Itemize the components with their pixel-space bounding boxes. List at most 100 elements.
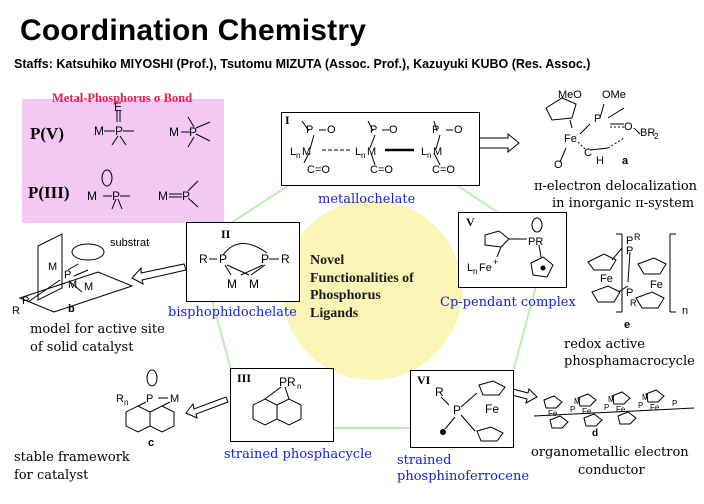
subscript-n: n — [682, 305, 688, 317]
svg-text:P: P — [594, 113, 601, 125]
svg-text:P: P — [453, 403, 461, 417]
svg-text:Fe: Fe — [564, 133, 577, 145]
svg-text:P: P — [219, 252, 227, 266]
center-circle — [282, 200, 462, 380]
svg-text:P: P — [570, 405, 575, 414]
substrate-label: substrate — [110, 237, 150, 249]
svg-text:E: E — [114, 100, 122, 114]
svg-text:P: P — [146, 393, 153, 405]
svg-text:BR: BR — [640, 127, 655, 139]
p-iii-label: P(III) — [28, 183, 70, 202]
page-title: Coordination Chemistry — [20, 14, 367, 47]
svg-text:O: O — [327, 124, 336, 136]
label-e-line2: phosphamacrocycle — [564, 354, 695, 369]
label-c-line1: stable framework — [14, 450, 130, 465]
svg-text:P: P — [370, 124, 377, 136]
svg-text:M: M — [608, 395, 615, 404]
svg-text:M: M — [87, 189, 97, 203]
center-title: Novel Functionalities of Phosphorus Liga… — [310, 252, 414, 322]
svg-text:M: M — [48, 261, 57, 273]
svg-text:Fe: Fe — [485, 402, 499, 416]
svg-text:M: M — [249, 277, 259, 291]
svg-text:R: R — [630, 298, 637, 308]
box-number: VI — [417, 373, 431, 387]
svg-text:M: M — [642, 393, 649, 402]
svg-text:n: n — [427, 151, 431, 160]
arrow-VI-to-d — [511, 388, 538, 404]
caption-strained: strained — [397, 453, 452, 468]
center-line-1: Novel — [310, 253, 345, 268]
svg-text:P: P — [626, 235, 633, 247]
svg-text:O: O — [389, 124, 398, 136]
caption-strained-phosphacycle: strained phosphacycle — [224, 447, 372, 462]
svg-text:Fe: Fe — [616, 405, 626, 414]
svg-text:R: R — [281, 252, 290, 266]
box-number: II — [221, 227, 231, 241]
svg-text:P: P — [626, 245, 633, 257]
svg-text:n: n — [296, 151, 300, 160]
svg-text:M: M — [170, 393, 179, 405]
svg-text:P: P — [261, 252, 269, 266]
svg-text:C=O: C=O — [307, 164, 330, 176]
svg-text:P: P — [604, 403, 609, 412]
svg-text:PR: PR — [528, 236, 543, 248]
svg-text:+: + — [493, 257, 498, 267]
staff-list: Staffs: Katsuhiko MIYOSHI (Prof.), Tsuto… — [14, 57, 591, 71]
label-b-line2: of solid catalyst — [30, 340, 134, 355]
svg-text:Fe: Fe — [650, 403, 660, 412]
svg-text:L: L — [467, 262, 473, 274]
caption-bisphophidochelate: bisphophidochelate — [168, 305, 297, 320]
svg-text:Fe: Fe — [479, 262, 492, 274]
svg-text:R: R — [199, 252, 208, 266]
svg-text:P: P — [189, 125, 197, 139]
caption-cp-pendant: Cp-pendant complex — [440, 295, 576, 310]
label-c-line2: for catalyst — [14, 468, 89, 483]
svg-text:Fe: Fe — [582, 407, 592, 416]
svg-text:C: C — [584, 147, 592, 159]
box-number: I — [285, 113, 290, 127]
svg-text:MeO: MeO — [558, 89, 582, 101]
label-d-line1: organometallic electron — [531, 445, 689, 460]
svg-text:Fe: Fe — [600, 273, 613, 285]
center-line-3: Phosphorus — [310, 288, 381, 303]
svg-text:M: M — [94, 124, 104, 138]
svg-text:M: M — [367, 146, 376, 158]
svg-text:R: R — [12, 305, 20, 316]
svg-text:R: R — [116, 393, 124, 405]
svg-text:H: H — [596, 155, 604, 167]
letter-b: b — [68, 303, 75, 315]
svg-text:2: 2 — [654, 132, 659, 141]
letter-d: d — [592, 428, 598, 439]
svg-text:n: n — [473, 267, 477, 276]
label-b-line1: model for active site — [30, 322, 165, 337]
bond-panel-title: Metal-Phosphorus σ Bond — [52, 91, 193, 105]
letter-c: c — [148, 437, 154, 449]
svg-text:n: n — [361, 151, 365, 160]
svg-text:P: P — [64, 269, 71, 281]
arrow-II-to-b — [131, 263, 187, 285]
svg-text:n: n — [124, 398, 128, 407]
svg-text:P: P — [672, 399, 677, 408]
svg-text:L: L — [421, 146, 427, 158]
caption-phosphinoferrocene: phosphinoferrocene — [397, 469, 530, 484]
box-number: V — [466, 215, 475, 229]
caption-metallochelate: metallochelate — [318, 192, 416, 207]
svg-text:O: O — [554, 159, 563, 171]
letter-e: e — [624, 319, 630, 331]
svg-text:M: M — [302, 146, 311, 158]
svg-text:M: M — [433, 146, 442, 158]
